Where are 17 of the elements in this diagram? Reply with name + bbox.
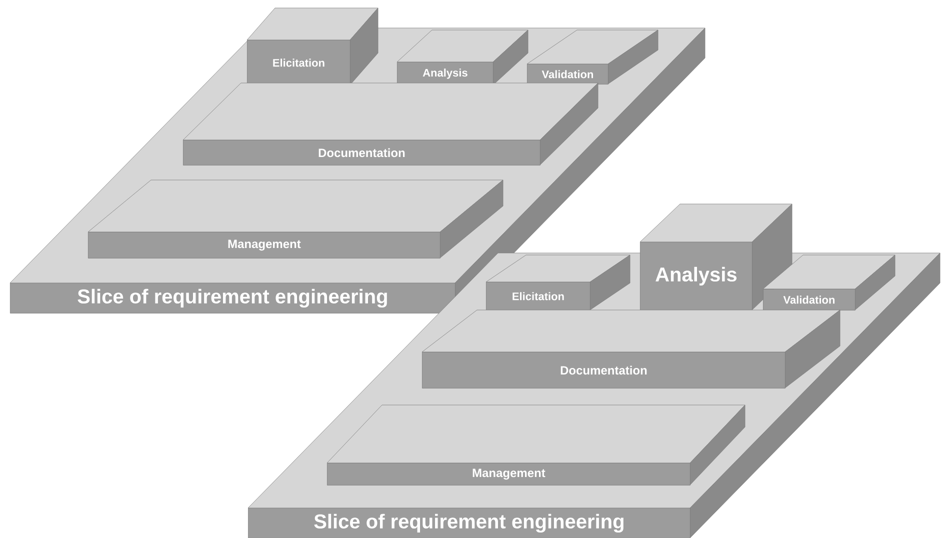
block: Documentation (422, 310, 840, 388)
node-label: Management (228, 240, 301, 251)
node-label: Elicitation (512, 292, 564, 300)
node-label: Analysis (422, 68, 468, 79)
block: Analysis (396, 30, 528, 86)
node-label: Management (472, 468, 546, 480)
block: Elicitation (486, 254, 630, 310)
block: Validation (526, 30, 658, 84)
node-label: Documentation (560, 366, 647, 375)
block: Documentation (182, 82, 598, 166)
block: Elicitation (246, 8, 378, 86)
block: Validation (762, 254, 896, 310)
node-label: Slice of requirement engineering (314, 514, 624, 533)
block: Management (88, 180, 504, 258)
node-label: Validation (542, 70, 594, 78)
node-label: Documentation (318, 148, 405, 158)
block: Management (326, 404, 746, 486)
